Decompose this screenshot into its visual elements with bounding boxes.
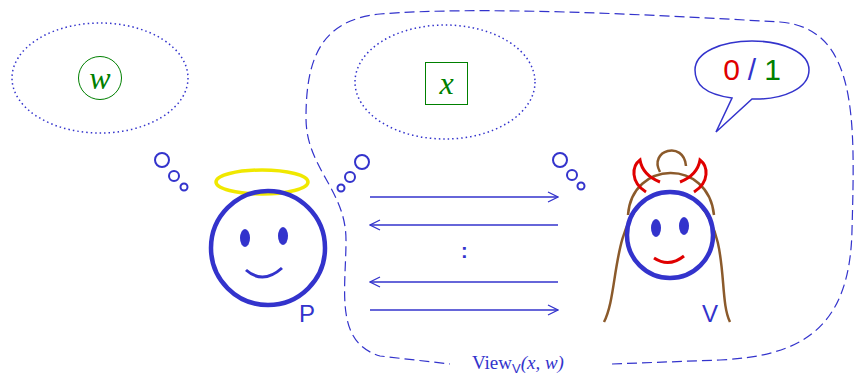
label-text: x bbox=[439, 65, 453, 102]
label-text: 1 bbox=[764, 53, 781, 87]
view-label: ViewV(x, w) bbox=[468, 352, 568, 380]
output-bubble: 0/1 bbox=[694, 40, 810, 100]
witness-circle: w bbox=[78, 56, 122, 100]
prover-face: P bbox=[195, 150, 370, 340]
view-region: ViewV(x, w)x0/1V bbox=[300, 0, 865, 380]
message-arrow bbox=[370, 224, 558, 225]
label-text: w bbox=[89, 60, 110, 97]
label-text: / bbox=[748, 53, 756, 87]
message-arrow bbox=[370, 281, 558, 282]
message-arrow bbox=[370, 196, 558, 197]
verifier-face: V bbox=[558, 140, 738, 340]
label-text: 0 bbox=[723, 53, 740, 87]
label-text: (x, w) bbox=[521, 352, 564, 373]
message-arrow bbox=[370, 309, 558, 310]
label-text: View bbox=[472, 352, 512, 373]
label-text: V bbox=[702, 300, 718, 328]
label-text: : bbox=[461, 240, 468, 263]
label-text: V bbox=[512, 361, 521, 376]
label-text: P bbox=[299, 300, 315, 328]
input-box: x bbox=[425, 62, 468, 105]
